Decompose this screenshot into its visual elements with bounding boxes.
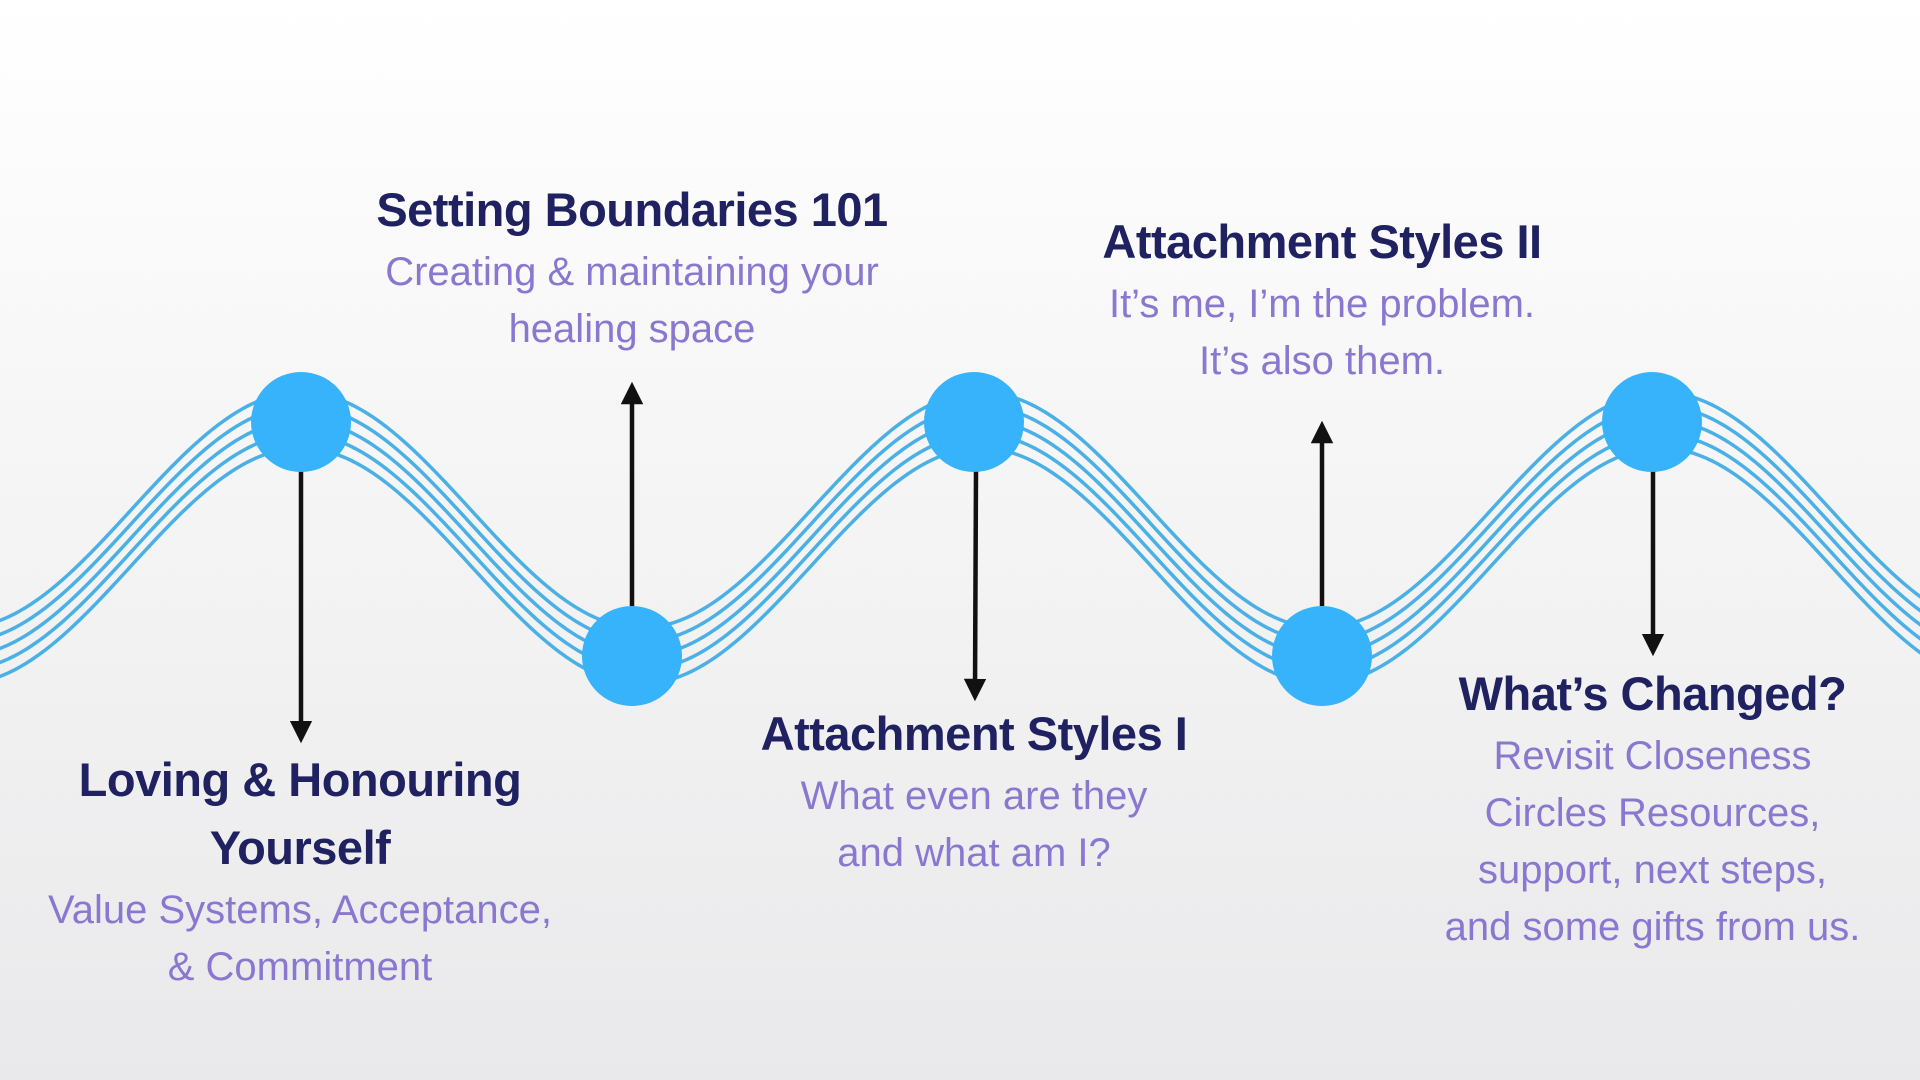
connector-arrow-3 — [963, 469, 987, 702]
milestone-label-2: Setting Boundaries 101 Creating & mainta… — [352, 176, 912, 358]
milestone-description-2-line-1: Creating & maintaining your — [385, 250, 879, 294]
milestone-title-4-line-1: Attachment Styles II — [1102, 215, 1542, 268]
milestone-title-1-line-2: Yourself — [209, 821, 391, 874]
timeline-node-5 — [1602, 372, 1702, 472]
timeline-nodes — [251, 372, 1702, 706]
milestone-description-5-line-1: Revisit Closeness — [1493, 734, 1812, 778]
milestone-description-2: Creating & maintaining your healing spac… — [352, 244, 912, 358]
milestone-description-3-line-2: and what am I? — [837, 831, 1111, 875]
timeline-node-1 — [251, 372, 351, 472]
milestone-title-5: What’s Changed? — [1380, 660, 1920, 728]
milestone-label-3: Attachment Styles I What even are they a… — [694, 700, 1254, 882]
milestone-description-5-line-3: support, next steps, — [1477, 848, 1828, 892]
connector-arrows — [289, 381, 1665, 744]
wave-line-5 — [0, 446, 1920, 686]
milestone-description-1: Value Systems, Acceptance, & Commitment — [20, 882, 580, 996]
milestone-label-1: Loving & Honouring Yourself Value System… — [20, 746, 580, 996]
milestone-description-2-line-2: healing space — [508, 307, 756, 351]
milestone-title-1: Loving & Honouring Yourself — [20, 746, 580, 882]
milestone-title-1-line-1: Loving & Honouring — [78, 753, 522, 806]
timeline-node-2 — [582, 606, 682, 706]
milestone-description-1-line-1: Value Systems, Acceptance, — [48, 888, 552, 932]
timeline-node-4 — [1272, 606, 1372, 706]
milestone-label-5: What’s Changed? Revisit Closeness Circle… — [1380, 660, 1920, 956]
timeline-node-3 — [924, 372, 1024, 472]
milestone-description-4-line-1: It’s me, I’m the problem. — [1108, 282, 1536, 326]
milestone-description-3: What even are they and what am I? — [694, 768, 1254, 882]
milestone-description-5-line-4: and some gifts from us. — [1444, 905, 1861, 949]
milestone-title-5-line-1: What’s Changed? — [1458, 667, 1847, 720]
milestone-title-2-line-1: Setting Boundaries 101 — [376, 183, 888, 236]
milestone-description-1-line-2: & Commitment — [167, 945, 433, 989]
milestone-description-4: It’s me, I’m the problem. It’s also them… — [1042, 276, 1602, 390]
milestone-title-2: Setting Boundaries 101 — [352, 176, 912, 244]
milestone-label-4: Attachment Styles II It’s me, I’m the pr… — [1042, 208, 1602, 390]
milestone-description-5-line-2: Circles Resources, — [1484, 791, 1821, 835]
milestone-title-3-line-1: Attachment Styles I — [760, 707, 1188, 760]
milestone-description-5: Revisit Closeness Circles Resources, sup… — [1380, 728, 1920, 956]
milestone-description-4-line-2: It’s also them. — [1198, 339, 1446, 383]
milestone-description-3-line-1: What even are they — [800, 774, 1148, 818]
milestone-title-4: Attachment Styles II — [1042, 208, 1602, 276]
milestone-title-3: Attachment Styles I — [694, 700, 1254, 768]
